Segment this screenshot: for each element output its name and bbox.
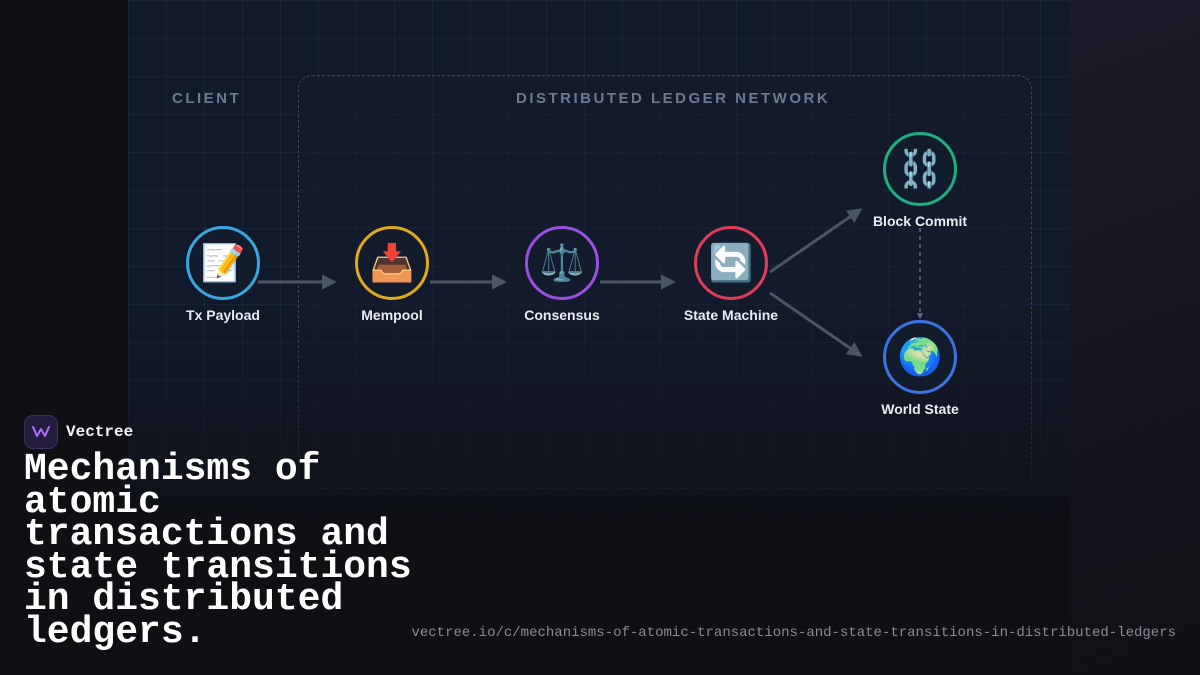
node-consensus: ⚖️: [525, 226, 599, 300]
client-section-label: CLIENT: [172, 90, 242, 107]
brand: Vectree: [24, 415, 133, 449]
network-section-label: DISTRIBUTED LEDGER NETWORK: [516, 90, 831, 107]
inbox-tray-icon: 📥: [369, 242, 415, 283]
cycle-arrows-icon: 🔄: [708, 242, 754, 283]
node-label-block-commit: Block Commit: [872, 213, 968, 229]
globe-icon: 🌍: [897, 336, 943, 377]
node-state-machine: 🔄: [694, 226, 768, 300]
node-label-state-machine: State Machine: [683, 307, 779, 323]
edge-state-machine-to-block-commit: [769, 208, 863, 274]
vectree-logo-icon: [24, 415, 58, 449]
node-label-consensus: Consensus: [524, 307, 600, 323]
node-label-mempool: Mempool: [361, 307, 423, 323]
background-shade: [1070, 0, 1200, 675]
memo-icon: 📝: [200, 242, 246, 283]
node-tx-payload: 📝: [186, 226, 260, 300]
page-url: vectree.io/c/mechanisms-of-atomic-transa…: [411, 625, 1176, 641]
scales-icon: ⚖️: [539, 242, 585, 283]
node-world-state: 🌍: [883, 320, 957, 394]
node-label-tx-payload: Tx Payload: [186, 307, 260, 323]
brand-name: Vectree: [66, 423, 134, 441]
page-title: Mechanisms of atomic transactions and st…: [24, 448, 412, 654]
node-block-commit: ⛓️: [883, 132, 957, 206]
chain-links-icon: ⛓️: [897, 148, 943, 189]
node-mempool: 📥: [355, 226, 429, 300]
edge-state-machine-to-world-state: [769, 291, 863, 357]
node-label-world-state: World State: [881, 401, 959, 417]
